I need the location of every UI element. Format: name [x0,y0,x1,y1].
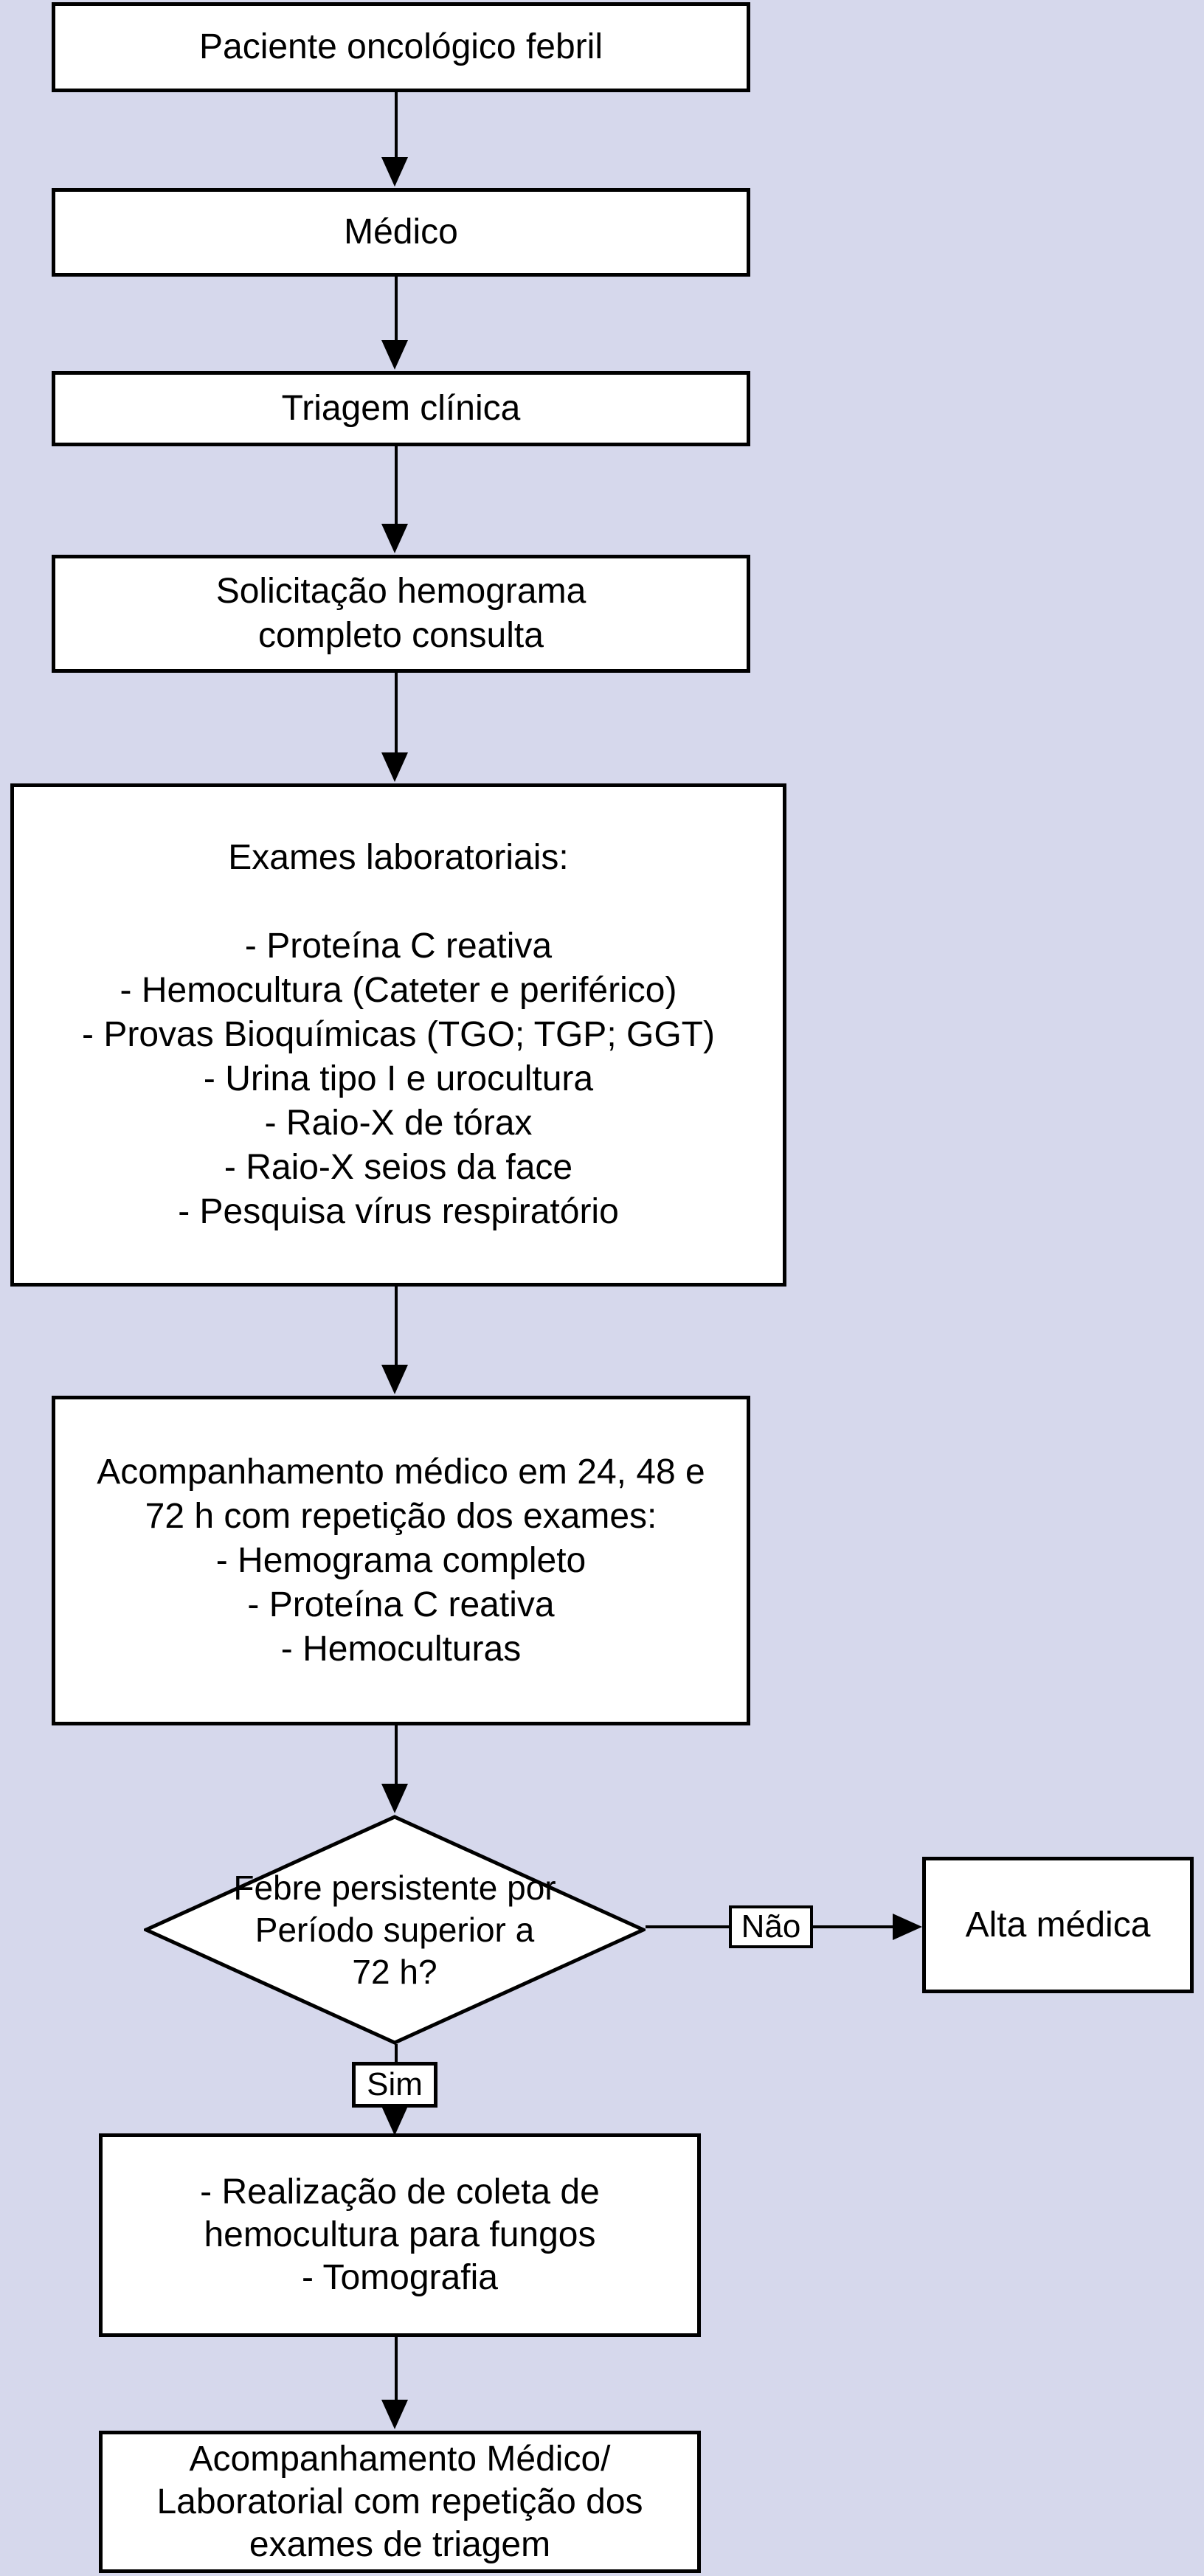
arrow-down-icon [381,2106,408,2136]
arrow-down-icon [381,2400,408,2429]
arrow-right-icon [893,1914,922,1940]
node-decisao-febre-persistente: Febre persistente por Período superior a… [233,1868,556,1991]
node-acompanhamento-24-48-72: Acompanhamento médico em 24, 48 e 72 h c… [52,1396,750,1725]
arrow-down-icon [381,340,408,370]
connector-line [395,1725,398,1785]
node-medico: Médico [52,188,750,277]
node-triagem-clinica: Triagem clínica [52,371,750,446]
node-solicitacao-hemograma: Solicitação hemograma completo consulta [52,555,750,673]
connector-line [395,446,398,525]
connector-line [395,277,398,342]
edge-label-nao: Não [729,1905,813,1948]
node-exames-laboratoriais: Exames laboratoriais: - Proteína C reati… [10,783,786,1287]
decision-diamond-shape [144,1815,646,2045]
arrow-down-icon [381,157,408,187]
connector-line [395,2044,398,2063]
connector-line [813,1925,893,1928]
connector-line [395,92,398,160]
node-paciente-oncologico-febril: Paciente oncológico febril [52,2,750,92]
connector-line [646,1925,730,1928]
node-realizacao-coleta: - Realização de coleta de hemocultura pa… [99,2133,701,2337]
arrow-down-icon [381,1365,408,1394]
arrow-down-icon [381,752,408,782]
node-acompanhamento-laboratorial: Acompanhamento Médico/ Laboratorial com … [99,2431,701,2573]
arrow-down-icon [381,1784,408,1813]
connector-line [395,673,398,754]
node-alta-medica: Alta médica [922,1857,1194,1993]
connector-line [395,2337,398,2401]
arrow-down-icon [381,524,408,553]
connector-line [395,1287,398,1366]
edge-label-sim: Sim [352,2062,437,2108]
